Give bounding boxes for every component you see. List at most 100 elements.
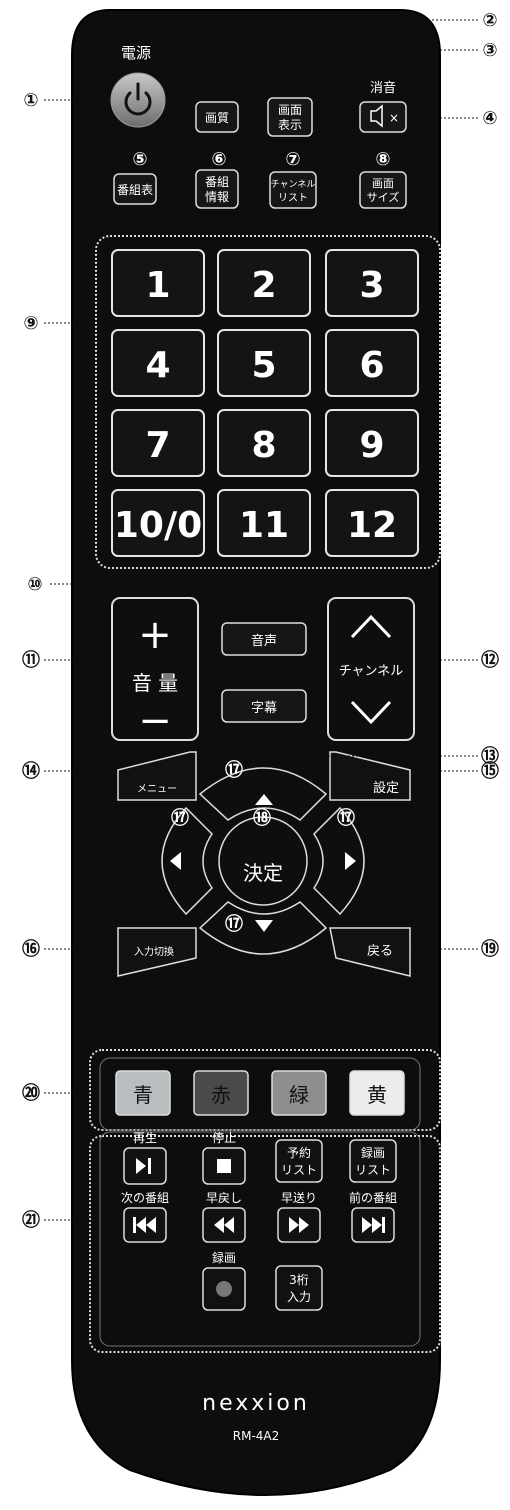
program-info-button[interactable] [195,169,239,209]
number-button-8[interactable] [217,409,311,477]
program-info-label-2: 情報 [205,190,229,204]
settings-label: 設定 [373,780,399,796]
back-button[interactable] [329,927,411,977]
callout-number: ⑯ [22,938,40,960]
remote-body [71,9,441,1496]
volume-up-glyph: + [138,612,172,658]
back-label: 戻る [367,944,393,959]
record-list-label-1: 録画 [361,1145,385,1160]
record-list-label-2: リスト [355,1163,391,1177]
record-list-button[interactable] [349,1139,397,1183]
record-dot-icon [216,1281,232,1297]
screen-size-button[interactable] [359,171,407,209]
number-button-label: 1 [145,265,170,306]
number-button-label: 6 [359,345,384,386]
speaker-icon [370,104,383,128]
input-switch-button[interactable] [117,927,197,977]
color-key-inner-frame [99,1057,421,1131]
power-label: 電源 [121,44,151,62]
number-button-4[interactable] [111,329,205,397]
color-key-label: 赤 [211,1083,231,1107]
color-key-frame [89,1049,441,1131]
three-digit-label-1: 3桁 [289,1273,309,1287]
audio-button[interactable] [221,622,307,656]
callout-number: ⑰ [225,913,243,935]
callout-number: ⑲ [481,938,499,960]
number-button-3[interactable] [325,249,419,317]
number-button-7[interactable] [111,409,205,477]
color-key-label: 緑 [289,1083,309,1107]
number-button-12[interactable] [325,489,419,557]
left-arrow-icon [170,852,181,870]
number-button-5[interactable] [217,329,311,397]
channel-list-button[interactable] [269,171,317,209]
dpad-up-button[interactable] [198,767,328,821]
callout-number: ⑭ [22,760,40,782]
three-digit-label-2: 入力 [287,1290,311,1304]
three-digit-input-button[interactable] [275,1265,323,1311]
menu-label: メニュー [137,784,177,795]
stop-icon [217,1159,231,1173]
callout-leaders [44,19,478,1221]
play-pause-icon [136,1158,151,1174]
color-key-3[interactable] [271,1070,327,1116]
color-key-4[interactable] [349,1070,405,1116]
program-guide-button[interactable] [113,173,157,205]
reserve-list-label-1: 予約 [287,1145,311,1160]
subtitle-button[interactable] [221,689,307,723]
color-key-label: 青 [133,1083,153,1107]
mute-button[interactable] [359,101,407,133]
color-key-2[interactable] [193,1070,249,1116]
number-button-11[interactable] [217,489,311,557]
color-keys: 青赤緑黄 [115,1070,405,1116]
callout-number: ⑱ [253,807,271,829]
rewind-icon [214,1217,234,1233]
picture-quality-button[interactable] [195,101,239,133]
fast-forward-label: 早送り [281,1190,317,1205]
callout-number: ④ [482,108,497,129]
ok-button[interactable] [218,816,308,906]
number-button-label: 12 [347,505,397,546]
callout-number: ⑥ [211,149,226,170]
dpad-right-button[interactable] [313,806,365,916]
callout-number: ⑰ [225,759,243,781]
reserve-list-button[interactable] [275,1139,323,1183]
mute-x-glyph: × [389,111,399,125]
fast-forward-icon [289,1217,309,1233]
callout-number: ⑰ [337,807,355,829]
number-button-1[interactable] [111,249,205,317]
number-button-label: 2 [251,265,276,306]
channel-list-label-2: リスト [278,193,308,204]
screen-display-label-1: 画面 [278,103,302,117]
settings-button[interactable] [329,751,411,801]
callout-number: ㉑ [22,1209,40,1231]
dpad-left-button[interactable] [161,806,213,916]
picture-quality-label: 画質 [205,110,229,125]
callout-number: ⑮ [481,760,499,782]
number-button-label: 3 [359,265,384,306]
number-button-2[interactable] [217,249,311,317]
subtitle-label: 字幕 [251,701,277,716]
down-arrow-icon [255,920,273,932]
callout-number: ② [482,10,497,31]
mute-label: 消音 [370,80,396,96]
record-label: 録画 [212,1250,236,1265]
input-switch-label: 入力切換 [134,945,174,958]
callout-number: ⑨ [23,313,38,334]
number-button-label: 11 [239,505,289,546]
number-button-10[interactable] [111,489,205,557]
up-arrow-icon [255,794,273,805]
volume-rocker[interactable] [111,597,199,741]
number-button-6[interactable] [325,329,419,397]
callout-number: ③ [482,40,497,61]
screen-display-button[interactable] [267,97,313,137]
program-guide-label: 番組表 [117,183,153,197]
stop-label: 停止 [212,1130,236,1145]
number-button-label: 5 [251,345,276,386]
callout-number: ⑰ [171,807,189,829]
color-key-1[interactable] [115,1070,171,1116]
channel-rocker[interactable] [327,597,415,741]
menu-button[interactable] [117,751,197,801]
number-button-9[interactable] [325,409,419,477]
